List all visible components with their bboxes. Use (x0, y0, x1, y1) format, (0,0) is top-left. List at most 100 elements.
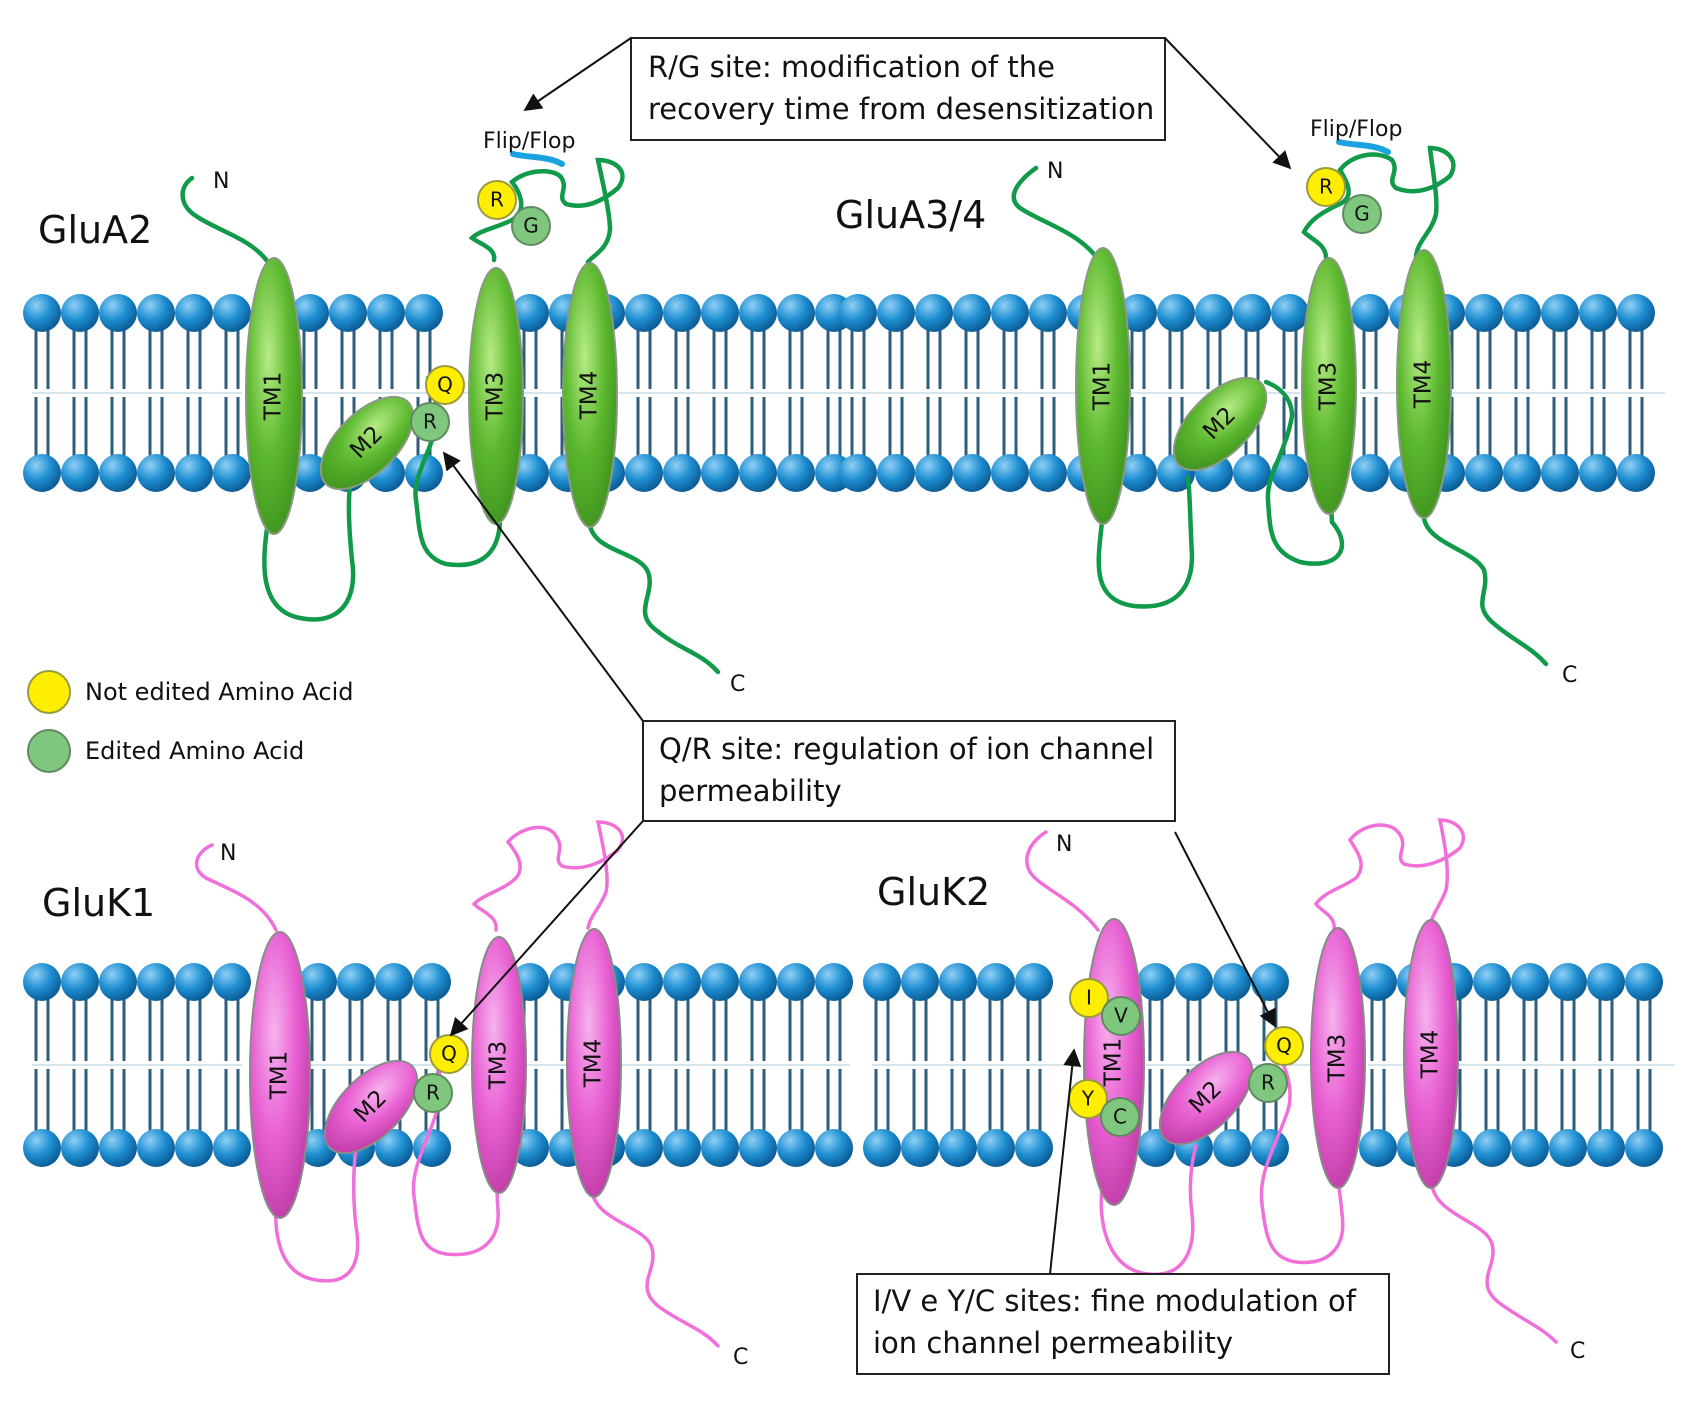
lipid-head (901, 1129, 939, 1167)
annotation-qr-line1: Q/R site: regulation of ion channel (659, 732, 1154, 766)
lipid-head (61, 454, 99, 492)
helix-label-tm3-gluk2: TM3 (1325, 1034, 1351, 1084)
lipid-head (991, 454, 1029, 492)
lipid-head (1351, 454, 1389, 492)
helix-m2-glua34 (1172, 376, 1268, 472)
lipid-head (137, 454, 175, 492)
n-terminus-gluk1: N (220, 841, 236, 866)
lipid-head (61, 1129, 99, 1167)
legend-swatch-not-edited (27, 670, 71, 714)
lipid-head (1549, 963, 1587, 1001)
lipid-head (1359, 963, 1397, 1001)
lipid-head (991, 294, 1029, 332)
annotation-rg-line1: R/G site: modification of the (648, 50, 1055, 84)
flip-flop-label-glua34: Flip/Flop (1310, 117, 1402, 142)
lipid-head (663, 454, 701, 492)
panel-title-gluk1: GluK1 (42, 881, 155, 925)
lipid-head (1465, 294, 1503, 332)
lipid-head (367, 294, 405, 332)
lipid-head (1233, 294, 1271, 332)
annotation-qr-line2: permeability (659, 774, 842, 808)
svg-text:G: G (523, 214, 539, 238)
lipid-head (877, 454, 915, 492)
helix-label-tm4-glua34: TM4 (1411, 360, 1437, 410)
lipid-head (213, 963, 251, 1001)
lipid-head (375, 1129, 413, 1167)
lipid-head (23, 294, 61, 332)
lipid-head (1511, 963, 1549, 1001)
lipid-head (701, 454, 739, 492)
lipid-head (329, 294, 367, 332)
svg-text:V: V (1114, 1004, 1128, 1028)
lipid-head (137, 963, 175, 1001)
lipid-head (1587, 963, 1625, 1001)
helix-label-tm1-glua34: TM1 (1090, 362, 1116, 412)
svg-text:R: R (1319, 175, 1333, 199)
svg-text:G: G (1354, 202, 1370, 226)
lipid-head (1625, 963, 1663, 1001)
lipid-head (1473, 1129, 1511, 1167)
legend-label-edited: Edited Amino Acid (85, 737, 304, 765)
lipid-head (863, 1129, 901, 1167)
svg-text:Q: Q (437, 373, 453, 397)
lipid-head (413, 1129, 451, 1167)
lipid-head (1541, 294, 1579, 332)
lipid-head (915, 294, 953, 332)
lipid-head (1579, 294, 1617, 332)
helix-tm3-gluk1 (471, 936, 527, 1194)
annotation-box-ivyc (856, 1273, 1390, 1375)
helix-m2-gluk1 (323, 1059, 419, 1155)
annotation-box-qr (642, 720, 1176, 822)
lipid-head (815, 963, 853, 1001)
lipid-head (1541, 454, 1579, 492)
lipid-head (663, 1129, 701, 1167)
helix-label-tm3-glua34: TM3 (1316, 362, 1342, 412)
aa-g-edited-glua34-rg: G (1342, 194, 1382, 234)
lipid-head (1549, 1129, 1587, 1167)
annotation-box-rg (630, 37, 1166, 141)
helix-label-tm1-glua2: TM1 (261, 372, 287, 422)
lipid-head (1617, 294, 1655, 332)
arrow-qr-to-gluk2 (1174, 831, 1276, 1028)
c-terminus-gluk1: C (733, 1345, 748, 1370)
lipid-head (137, 1129, 175, 1167)
arrow-qr-to-glua2 (442, 451, 644, 722)
flip-flop-mark-glua34 (1336, 139, 1391, 155)
legend: Not edited Amino Acid Edited Amino Acid (27, 670, 353, 773)
lipid-head (213, 454, 251, 492)
lipid-head (777, 294, 815, 332)
annotation-ivyc-line1: I/V e Y/C sites: fine modulation of (873, 1284, 1357, 1318)
lipid-head (625, 963, 663, 1001)
lipid-head (877, 294, 915, 332)
aa-r-edited-gluk1-qr: R (413, 1073, 453, 1113)
lipid-head (23, 1129, 61, 1167)
lipid-head (213, 294, 251, 332)
protein-chain-gluk2 (1025, 818, 1558, 1344)
lipid-head (1233, 454, 1271, 492)
aa-y-unedited-gluk2-yc: Y (1068, 1079, 1108, 1119)
aa-g-edited-glua2-rg: G (511, 206, 551, 246)
legend-item-not-edited: Not edited Amino Acid (27, 670, 353, 714)
legend-item-edited: Edited Amino Acid (27, 729, 304, 773)
lipid-head (953, 454, 991, 492)
lipid-head (137, 294, 175, 332)
aa-v-edited-gluk2-iv: V (1101, 996, 1141, 1036)
lipid-head (1271, 454, 1309, 492)
lipid-head (739, 454, 777, 492)
panel-title-glua2: GluA2 (38, 208, 152, 252)
helix-label-tm1-gluk1: TM1 (267, 1051, 293, 1101)
lipid-head (901, 963, 939, 1001)
n-terminus-gluk2: N (1056, 832, 1072, 857)
lipid-head (1119, 454, 1157, 492)
bilayer-bottom (23, 963, 1675, 1167)
annotation-ivyc: I/V e Y/C sites: fine modulation of ion … (856, 1048, 1390, 1375)
lipid-head (1251, 1129, 1289, 1167)
c-terminus-glua34: C (1562, 663, 1577, 688)
lipid-head (1015, 963, 1053, 1001)
helix-tm4-gluk2 (1403, 919, 1459, 1189)
n-terminus-glua2: N (213, 169, 229, 194)
lipid-head (1465, 454, 1503, 492)
helix-m2-glua2 (319, 395, 415, 491)
